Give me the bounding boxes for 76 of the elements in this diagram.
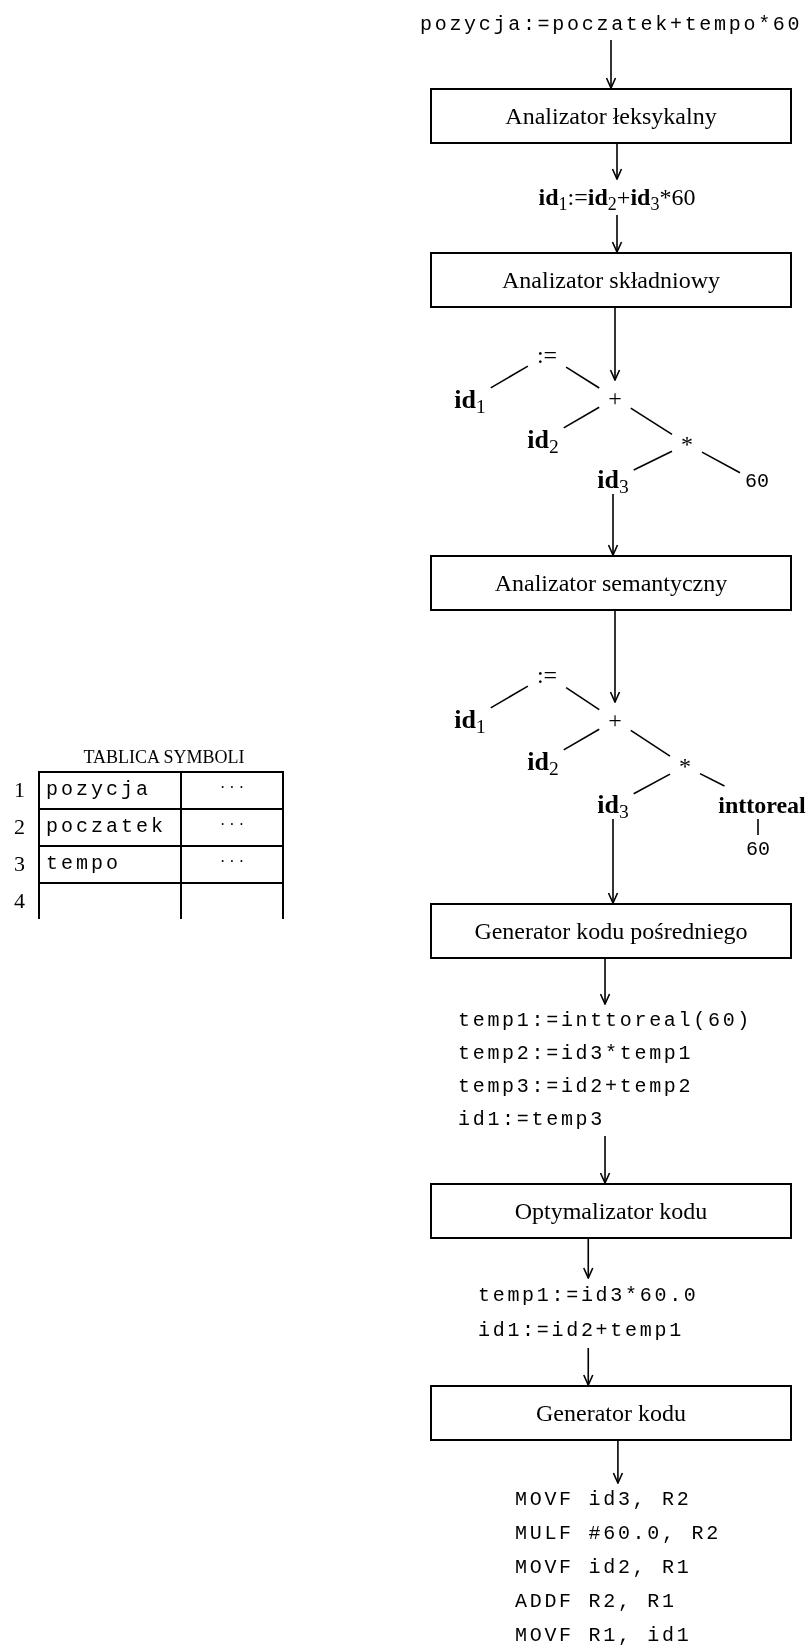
- flow-arrow: [599, 958, 611, 1005]
- tree-node-label: 60: [746, 835, 770, 865]
- tree-node-label: 60: [745, 467, 769, 497]
- code-line: MOVF id2, R1: [515, 1555, 692, 1581]
- process-box: [430, 88, 792, 144]
- box-label: Analizator łeksykalny: [505, 102, 717, 131]
- table-title: TABLICA SYMBOLI: [83, 746, 245, 769]
- row-number: 4: [13, 887, 26, 915]
- tree-node-label: id$_{2}$: [527, 426, 559, 454]
- token-stream-text: id$_{1}$:=id$_{2}$+id$_{3}$*60: [538, 179, 696, 215]
- tree-branch-line: [699, 772, 726, 787]
- flow-arrow: [611, 143, 623, 180]
- row-number: 3: [13, 850, 26, 878]
- tree-branch-line: [757, 818, 759, 836]
- tree-branch-line: [629, 729, 671, 757]
- process-box: [430, 252, 792, 308]
- tree-node-label: inttoreal: [718, 791, 806, 819]
- process-box: [430, 555, 792, 611]
- tree-node-label: id$_{3}$: [597, 466, 629, 494]
- box-label: Analizator semantyczny: [494, 569, 728, 598]
- box-label: Optymalizator kodu: [514, 1197, 708, 1226]
- box-label: Analizator składniowy: [502, 266, 720, 295]
- tree-branch-line: [562, 728, 601, 751]
- table-cell: pozycja: [38, 771, 180, 808]
- code-line: MULF #60.0, R2: [515, 1521, 721, 1547]
- code-line: temp3:=id2+temp2: [458, 1074, 694, 1100]
- process-box: [430, 1385, 792, 1441]
- flow-arrow: [605, 39, 617, 89]
- process-box: [430, 903, 792, 959]
- tree-node-label: *: [677, 426, 697, 462]
- tree-branch-line: [489, 685, 529, 709]
- tree-node-label: id$_{1}$: [454, 706, 486, 734]
- tree-node-label: id$_{3}$: [597, 791, 629, 819]
- tree-branch-line: [701, 451, 741, 474]
- tree-branch-line: [562, 406, 601, 429]
- table-cell: · · ·: [180, 845, 284, 882]
- tree-branch-line: [632, 450, 673, 471]
- box-label: Generator kodu: [536, 1399, 686, 1428]
- tree-node-label: id$_{1}$: [454, 386, 486, 414]
- code-line: id1:=id2+temp1: [478, 1318, 684, 1344]
- flow-arrow: [609, 610, 621, 703]
- tree-node-label: +: [604, 380, 626, 416]
- tree-branch-line: [489, 365, 529, 389]
- flow-arrow: [607, 493, 619, 556]
- tree-node-label: id$_{2}$: [527, 748, 559, 776]
- table-cell: tempo: [38, 845, 180, 882]
- code-line: MOVF R1, id1: [515, 1623, 692, 1649]
- code-line: temp2:=id3*temp1: [458, 1041, 694, 1067]
- flow-arrow: [611, 214, 623, 253]
- tree-branch-line: [632, 773, 671, 795]
- row-number: 2: [13, 813, 26, 841]
- code-line: temp1:=id3*60.0: [478, 1283, 699, 1309]
- flow-arrow: [607, 818, 619, 904]
- code-line: ADDF R2, R1: [515, 1589, 677, 1615]
- flow-arrow: [582, 1238, 594, 1279]
- code-line: id1:=temp3: [458, 1107, 606, 1133]
- tree-node-label: *: [675, 748, 695, 784]
- tree-node-label: :=: [532, 657, 562, 693]
- tree-node-label: :=: [532, 337, 562, 373]
- code-line: temp1:=inttoreal(60): [458, 1008, 753, 1034]
- flow-arrow: [609, 307, 621, 381]
- tree-branch-line: [565, 366, 601, 389]
- process-box: [430, 1183, 792, 1239]
- table-cell: · · ·: [180, 808, 284, 845]
- code-line: MOVF id3, R2: [515, 1487, 692, 1513]
- table-cell: poczatek: [38, 808, 180, 845]
- flow-arrow: [599, 1135, 611, 1184]
- tree-branch-line: [629, 407, 673, 436]
- tree-node-label: +: [604, 702, 626, 738]
- row-number: 1: [13, 776, 26, 804]
- box-label: Generator kodu pośredniego: [474, 917, 748, 946]
- table-cell: · · ·: [180, 771, 284, 808]
- flow-arrow: [582, 1347, 594, 1386]
- flow-arrow: [612, 1440, 624, 1484]
- tree-branch-line: [565, 686, 601, 711]
- source-code-text: pozycja:=poczatek+tempo*60: [420, 10, 803, 40]
